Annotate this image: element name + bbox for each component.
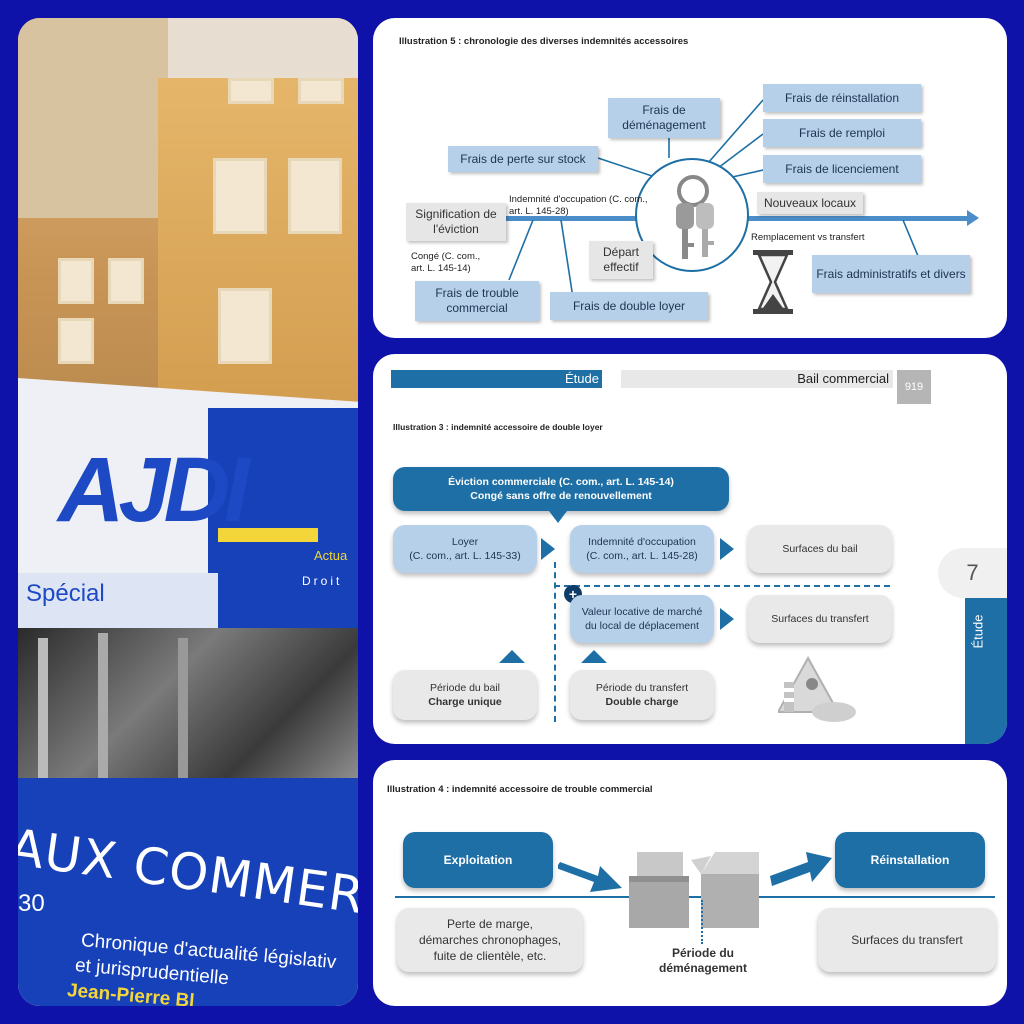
keys-icon — [658, 173, 728, 268]
loyer-line-2: (C. com., art. L. 145-33) — [409, 549, 520, 563]
page-number: 919 — [897, 370, 931, 404]
horizontal-divider — [554, 585, 890, 587]
label-indemnite: Indemnité d'occupation (C. com., art. L.… — [509, 194, 659, 218]
box-surfaces-transfert: Surfaces du transfert — [818, 908, 996, 972]
box-loyer: Loyer (C. com., art. L. 145-33) — [393, 525, 537, 573]
box-demenagement: Frais de déménagement — [608, 98, 720, 138]
ill3-caption: Illustration 3 : indemnité accessoire de… — [393, 422, 603, 432]
moving-boxes-icon — [625, 846, 765, 937]
arrow-right-icon — [720, 608, 734, 630]
box-periode-transfert: Période du transfert Double charge — [570, 670, 714, 720]
box-valeur: Valeur locative de marché du local de dé… — [570, 595, 714, 643]
loyer-line-1: Loyer — [452, 535, 478, 549]
eviction-line-2: Congé sans offre de renouvellement — [470, 489, 651, 503]
arrow-right-icon — [768, 846, 834, 895]
illustration-5-panel: Illustration 5 : chronologie des diverse… — [373, 18, 1007, 338]
illustration-4-panel: Illustration 4 : indemnité accessoire de… — [373, 760, 1007, 1006]
cover-side-2: Droit — [302, 574, 342, 588]
double-charge-label: Double charge — [606, 695, 679, 709]
box-signification: Signification de l'éviction — [406, 203, 506, 241]
box-indemnite: Indemnité d'occupation (C. com., art. L.… — [570, 525, 714, 573]
cover-photo — [18, 628, 358, 798]
perte-line-3: fuite de clientèle, etc. — [434, 948, 547, 964]
construction-icon — [778, 654, 858, 729]
dotted-divider — [701, 900, 703, 944]
eviction-line-1: Éviction commerciale (C. com., art. L. 1… — [448, 475, 674, 489]
periode-bail-label: Période du bail — [430, 681, 500, 695]
box-remploi: Frais de remploi — [763, 119, 921, 147]
up-arrow-icon — [499, 650, 525, 663]
box-perte: Perte de marge, démarches chronophages, … — [397, 908, 583, 972]
box-licenciement: Frais de licenciement — [763, 155, 921, 183]
box-surfaces-bail: Surfaces du bail — [748, 525, 892, 573]
cover-logo: AJDI — [58, 438, 244, 543]
periode-transfert-label: Période du transfert — [596, 681, 688, 695]
perte-line-2: démarches chronophages, — [419, 932, 561, 948]
box-periode-bail: Période du bail Charge unique — [393, 670, 537, 720]
box-exploitation: Exploitation — [403, 832, 553, 888]
box-depart: Départ effectif — [589, 241, 653, 279]
cover-side-1: Actua — [314, 548, 347, 563]
side-tab-number: 7 — [938, 548, 1007, 598]
box-surfaces-transfert: Surfaces du transfert — [748, 595, 892, 643]
header-bail: Bail commercial — [753, 371, 889, 386]
down-arrow-icon — [549, 511, 567, 523]
perte-line-1: Perte de marge, — [447, 916, 533, 932]
cover-number: 30 — [18, 890, 45, 918]
magazine-photo: AJDI Actua Droit Spécial AUX COMMERC 30 … — [18, 18, 358, 1006]
label-remplacement: Remplacement vs transfert — [751, 232, 891, 244]
up-arrow-icon — [581, 650, 607, 663]
arrow-right-icon — [720, 538, 734, 560]
charge-unique-label: Charge unique — [428, 695, 502, 709]
box-double-loyer: Frais de double loyer — [550, 292, 708, 320]
box-nouveaux: Nouveaux locaux — [757, 192, 863, 214]
ill4-caption: Illustration 4 : indemnité accessoire de… — [387, 784, 653, 795]
indemnite-line-1: Indemnité d'occupation — [588, 535, 696, 549]
box-administratifs: Frais administratifs et divers — [812, 255, 970, 293]
box-reinstallation: Frais de réinstallation — [763, 84, 921, 112]
arrow-right-icon — [558, 850, 624, 899]
box-perte-stock: Frais de perte sur stock — [448, 146, 598, 172]
periode-line-1: Période du — [635, 946, 771, 961]
indemnite-line-2: (C. com., art. L. 145-28) — [586, 549, 697, 563]
hourglass-icon — [751, 248, 795, 321]
box-eviction: Éviction commerciale (C. com., art. L. 1… — [393, 467, 729, 511]
periode-label: Période du déménagement — [635, 946, 771, 976]
label-conge: Congé (C. com., art. L. 145-14) — [411, 251, 496, 275]
cover-special: Spécial — [26, 580, 105, 608]
valeur-line-1: Valeur locative de marché — [582, 605, 703, 619]
box-trouble: Frais de trouble commercial — [415, 281, 539, 321]
header-etude: Étude — [533, 371, 599, 386]
box-reinstallation: Réinstallation — [835, 832, 985, 888]
arrow-right-icon — [541, 538, 555, 560]
side-tab-label: Étude — [970, 615, 985, 649]
periode-line-2: déménagement — [635, 961, 771, 976]
valeur-line-2: du local de déplacement — [585, 619, 699, 633]
illustration-3-panel: Étude Bail commercial 919 Illustration 3… — [373, 354, 1007, 744]
